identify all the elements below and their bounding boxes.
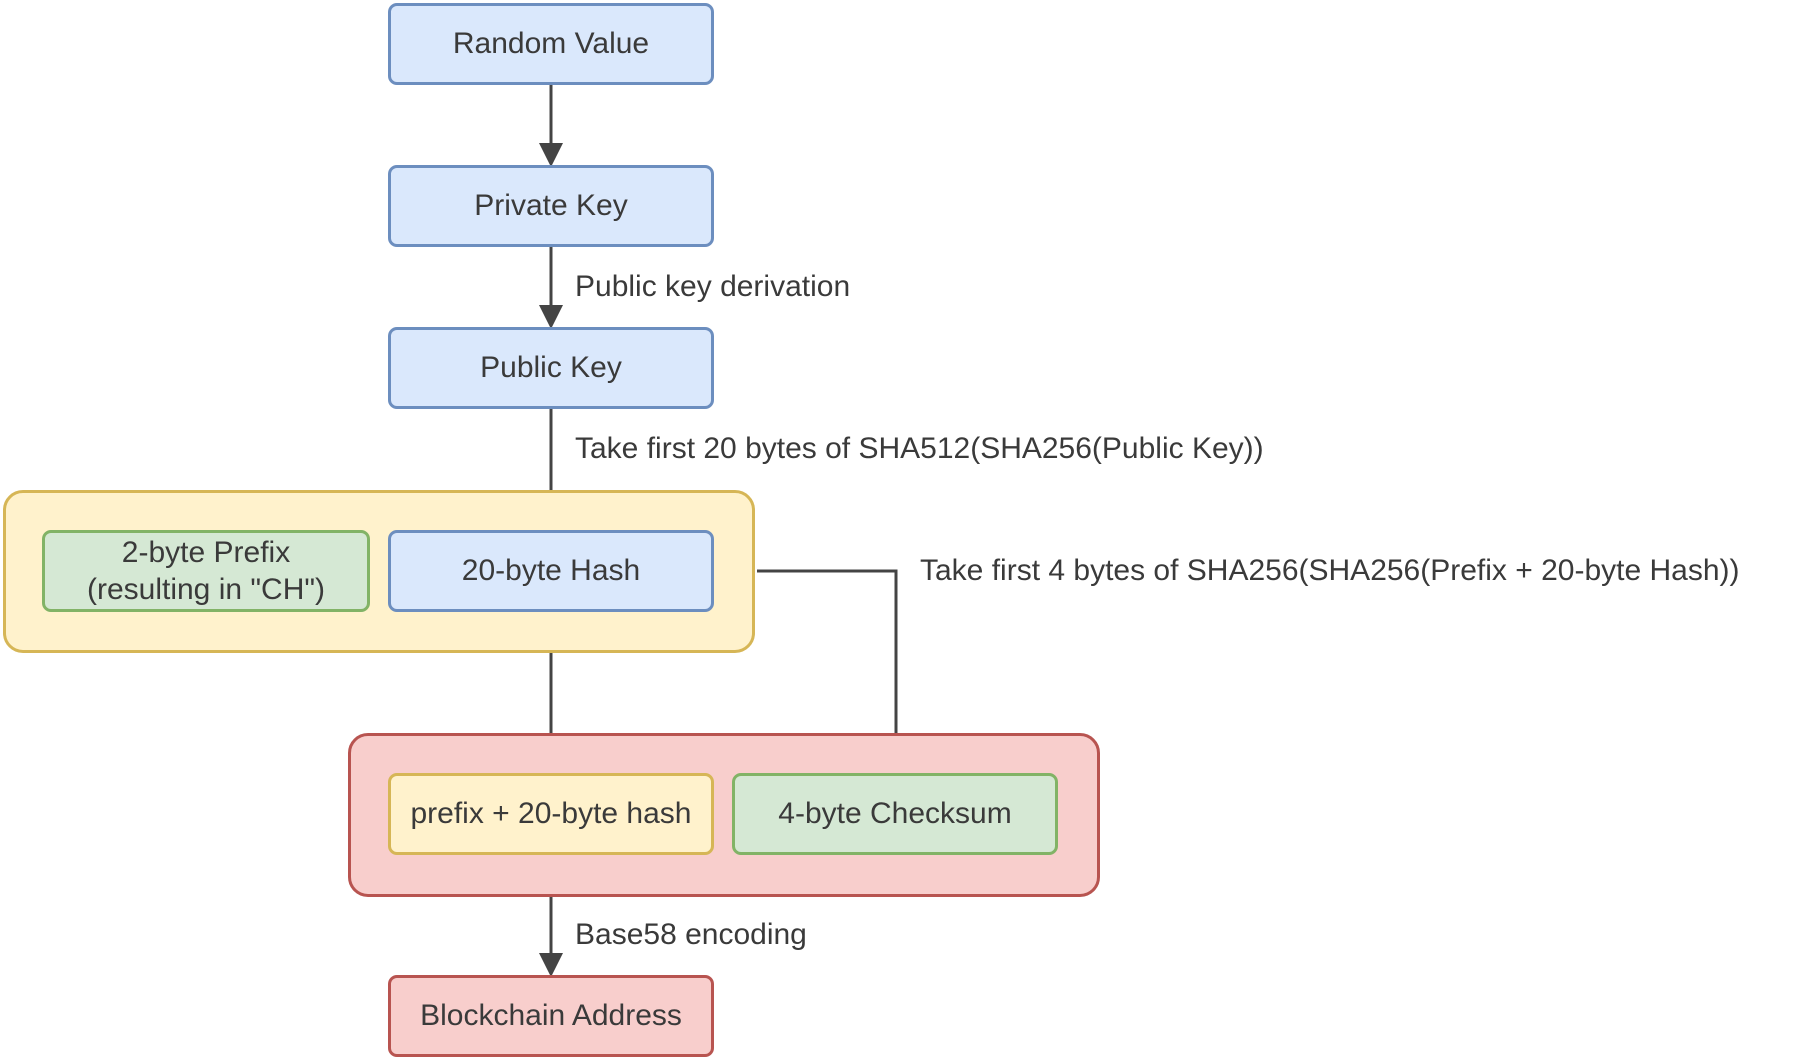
base58-edge-label: Base58 encoding xyxy=(575,918,807,951)
derivation-edge-label: Public key derivation xyxy=(575,270,851,303)
private-key-label: Private Key xyxy=(474,189,628,223)
public-key-label: Public Key xyxy=(480,351,622,385)
prefix-node: 2-byte Prefix (resulting in "CH") xyxy=(42,530,370,612)
prefix-label: 2-byte Prefix (resulting in "CH") xyxy=(86,535,326,607)
checksum-calc-edge-label: Take first 4 bytes of SHA256(SHA256(Pref… xyxy=(920,554,1740,587)
sha512-edge-label: Take first 20 bytes of SHA512(SHA256(Pub… xyxy=(575,432,1264,465)
checksum-node: 4-byte Checksum xyxy=(732,773,1058,855)
checksum-label: 4-byte Checksum xyxy=(778,797,1012,831)
arrowhead-private-to-public xyxy=(539,305,563,329)
blockchain-address-node: Blockchain Address xyxy=(388,975,714,1057)
prefix-hash-node: prefix + 20-byte hash xyxy=(388,773,714,855)
hash-label: 20-byte Hash xyxy=(461,554,641,588)
private-key-node: Private Key xyxy=(388,165,714,247)
hash-node: 20-byte Hash xyxy=(388,530,714,612)
prefix-hash-label: prefix + 20-byte hash xyxy=(410,797,692,831)
blockchain-address-label: Blockchain Address xyxy=(420,999,682,1033)
random-value-node: Random Value xyxy=(388,3,714,85)
edge-hash-to-checksum xyxy=(757,569,898,762)
public-key-node: Public Key xyxy=(388,327,714,409)
arrowhead-random-to-private xyxy=(539,143,563,167)
arrowhead-encoded-to-address xyxy=(539,953,563,977)
random-value-label: Random Value xyxy=(452,27,650,61)
